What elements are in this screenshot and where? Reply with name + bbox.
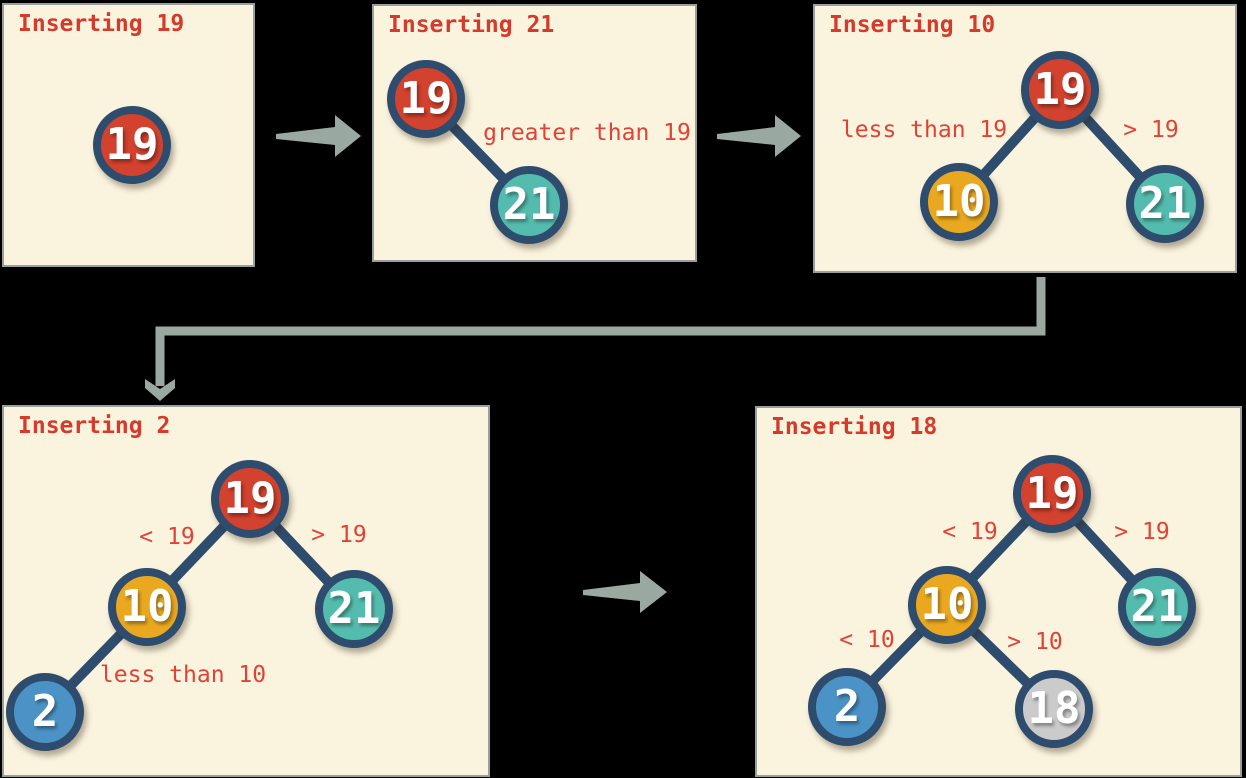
node-19: 19: [1021, 51, 1099, 129]
node-value: 21: [502, 179, 556, 230]
node-2: 2: [808, 668, 886, 746]
node-value: 10: [932, 176, 986, 227]
node-19: 19: [211, 460, 289, 538]
panel-title: Inserting 10: [829, 12, 996, 38]
node-value: 18: [1027, 683, 1081, 734]
edge-label: less than 10: [99, 662, 267, 688]
panel-inserting-18: Inserting 18 < 19 > 19 < 10 > 10 19 10 2…: [755, 406, 1242, 777]
node-value: 21: [1130, 581, 1184, 632]
panel-inserting-19: Inserting 19 19: [2, 3, 255, 267]
edge-label: > 19: [311, 522, 367, 548]
panel-inserting-2: Inserting 2 < 19 > 19 less than 10 19 10…: [2, 405, 490, 777]
edge-label: > 10: [1007, 629, 1063, 655]
node-21: 21: [490, 166, 568, 244]
panel-title: Inserting 18: [771, 414, 938, 440]
arrow-down-icon: [145, 379, 175, 401]
edge-label: less than 19: [840, 117, 1008, 143]
node-2: 2: [6, 673, 84, 751]
node-21: 21: [1126, 165, 1204, 243]
node-10: 10: [920, 163, 998, 241]
node-21: 21: [315, 570, 393, 648]
node-value: 19: [1025, 468, 1079, 519]
node-value: 2: [833, 681, 861, 732]
node-19: 19: [93, 106, 171, 184]
node-value: 10: [120, 581, 174, 632]
edge-label: greater than 19: [483, 120, 691, 146]
edge-label: > 19: [1123, 117, 1179, 143]
node-18: 18: [1015, 670, 1093, 748]
arrow-right-icon: [717, 115, 801, 157]
node-19: 19: [1013, 455, 1091, 533]
panel-title: Inserting 19: [18, 11, 185, 37]
panel-inserting-21: Inserting 21 greater than 19 19 21: [372, 4, 697, 262]
node-value: 21: [1138, 178, 1192, 229]
edge-label: < 19: [942, 519, 998, 545]
elbow-connector: [155, 277, 1046, 386]
node-value: 10: [920, 579, 974, 630]
node-21: 21: [1118, 568, 1196, 646]
node-10: 10: [108, 568, 186, 646]
node-19: 19: [387, 60, 465, 138]
panel-title: Inserting 21: [388, 12, 555, 38]
node-value: 21: [327, 583, 381, 634]
arrow-right-icon: [583, 571, 667, 613]
node-value: 19: [105, 119, 159, 170]
arrow-right-icon: [276, 115, 361, 157]
node-10: 10: [908, 566, 986, 644]
node-value: 19: [399, 73, 453, 124]
node-value: 19: [1033, 64, 1087, 115]
node-value: 2: [31, 686, 59, 737]
panel-title: Inserting 2: [18, 413, 171, 439]
edge-label: > 19: [1114, 519, 1170, 545]
node-value: 19: [223, 473, 277, 524]
edge-label: < 10: [839, 627, 895, 653]
edge-label: < 19: [139, 524, 195, 550]
panel-inserting-10: Inserting 10 less than 19 > 19 19 10 21: [813, 4, 1237, 273]
